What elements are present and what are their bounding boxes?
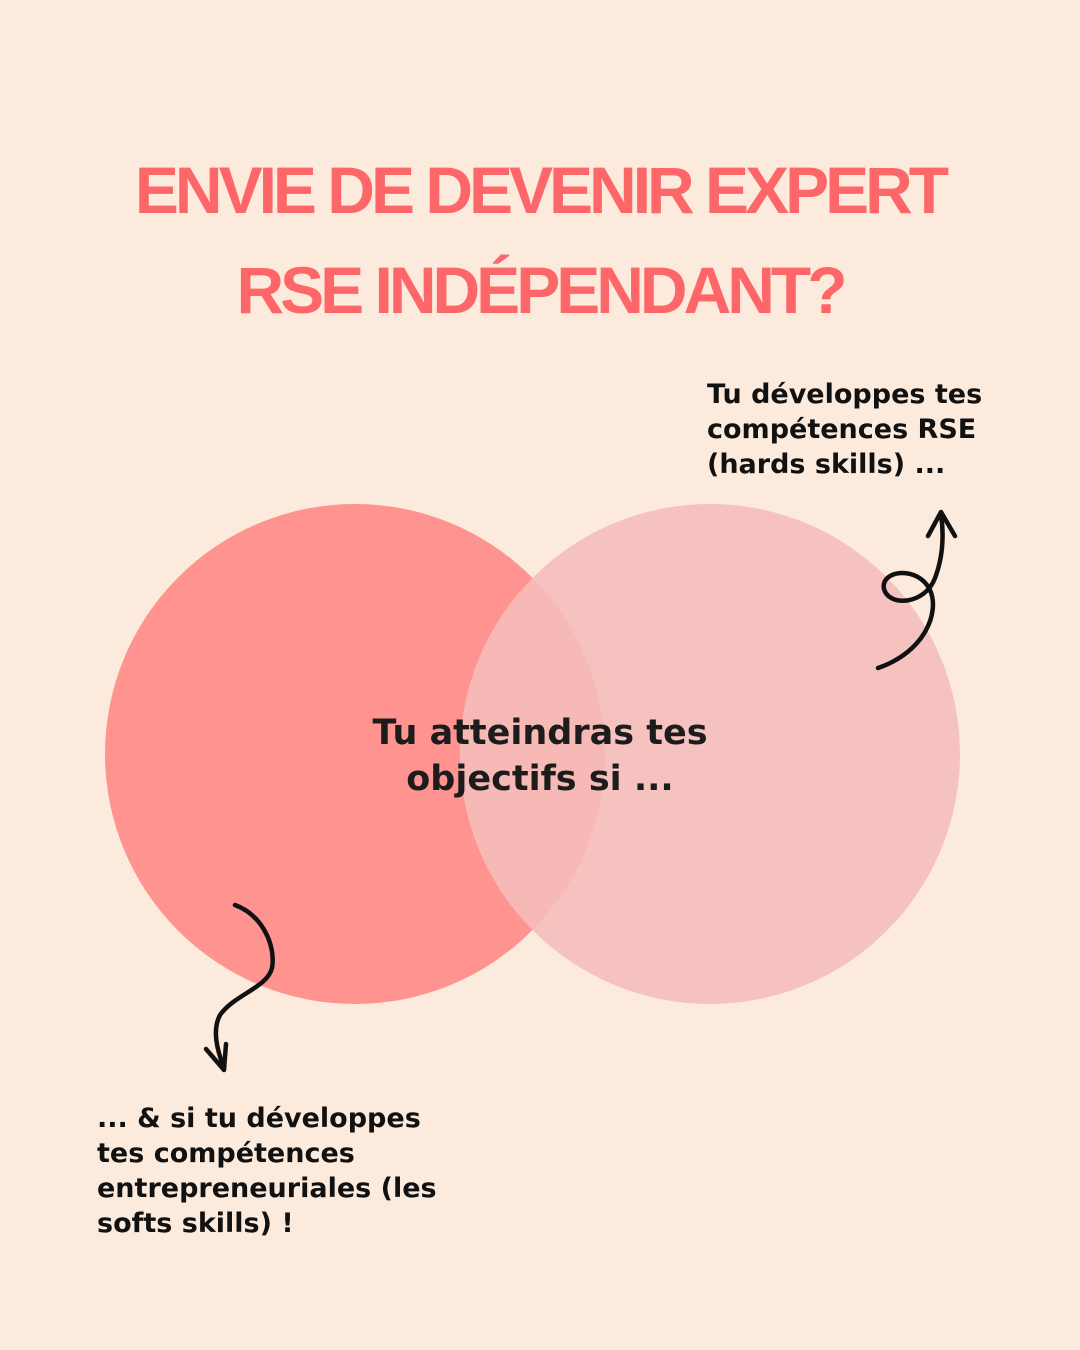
soft-skills-line-1: ... & si tu développes — [97, 1103, 421, 1134]
hard-skills-note: Tu développes tes compétences RSE (hards… — [707, 377, 982, 482]
title-line-1: ENVIE DE DEVENIR EXPERT — [134, 153, 949, 227]
venn-circle-hard-skills — [460, 504, 960, 1004]
soft-skills-note: ... & si tu développes tes compétences e… — [97, 1101, 437, 1241]
page-title: ENVIE DE DEVENIR EXPERT RSE INDÉPENDANT? — [0, 140, 1080, 340]
soft-skills-line-4: softs skills) ! — [97, 1208, 294, 1239]
center-label: Tu atteindras tes objectifs si ... — [330, 710, 750, 802]
curly-arrow-up-icon — [875, 509, 958, 671]
center-label-line-1: Tu atteindras tes — [372, 713, 708, 753]
center-label-line-2: objectifs si ... — [406, 759, 674, 799]
venn-circle-soft-skills — [105, 504, 605, 1004]
soft-skills-line-2: tes compétences — [97, 1138, 355, 1169]
hard-skills-line-1: Tu développes tes — [707, 379, 983, 410]
curly-arrow-down-icon — [203, 902, 275, 1073]
title-line-2: RSE INDÉPENDANT? — [236, 253, 847, 327]
hard-skills-line-3: (hards skills) ... — [707, 449, 946, 480]
soft-skills-line-3: entrepreneuriales (les — [97, 1173, 437, 1204]
hard-skills-line-2: compétences RSE — [707, 414, 977, 445]
